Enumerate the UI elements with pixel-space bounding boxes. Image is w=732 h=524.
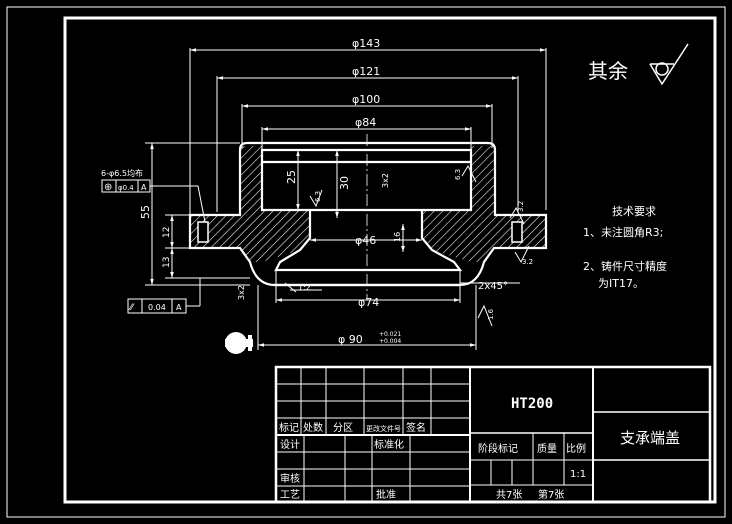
roughness-3.2-b: 3.2 bbox=[522, 258, 533, 266]
dim-12: 12 bbox=[162, 227, 172, 238]
col-docno: 更改文件号 bbox=[366, 424, 401, 433]
col-zone: 分区 bbox=[333, 422, 353, 434]
parallel-tol-symbol-icon: ⁄⁄ bbox=[128, 303, 136, 313]
dim-121: φ121 bbox=[352, 65, 380, 78]
roughness-symbol-icon bbox=[649, 43, 689, 86]
flange-hole-left bbox=[197, 221, 209, 243]
weight-label: 质量 bbox=[537, 443, 557, 455]
roughness-6.3: 6.3 bbox=[314, 191, 322, 202]
approve-label: 批准 bbox=[376, 488, 396, 501]
process-label: 工艺 bbox=[280, 489, 300, 501]
dim-25: 25 bbox=[285, 170, 298, 184]
parallel-tol-datum: A bbox=[176, 303, 182, 312]
roughness-1.6: 1.6 bbox=[487, 308, 495, 320]
part-name: 支承端盖 bbox=[620, 429, 680, 447]
chamfer-2x45: 2x45° bbox=[478, 281, 508, 292]
col-count: 处数 bbox=[303, 421, 323, 434]
section-outline bbox=[188, 141, 548, 287]
tech-req-title: 技术要求 bbox=[612, 205, 656, 218]
scale-label: 比例 bbox=[566, 442, 586, 455]
tech-req-item2b: 为IT17。 bbox=[598, 277, 644, 290]
scale-value: 1:1 bbox=[570, 469, 586, 480]
parallel-tolerance-frame bbox=[127, 278, 201, 314]
position-tol-value: φ0.4 bbox=[118, 184, 134, 192]
hole-note: 6-φ6.5均布 bbox=[101, 168, 143, 178]
dim-100: φ100 bbox=[352, 93, 380, 106]
tech-req-item1: 1、未注圆角R3; bbox=[583, 225, 663, 239]
flange-hole-right bbox=[511, 221, 523, 243]
dim-90: φ 90 bbox=[338, 333, 363, 346]
col-mark: 标记 bbox=[279, 422, 299, 434]
section-right-hatch bbox=[422, 146, 546, 262]
dim-143: φ143 bbox=[352, 37, 380, 50]
dim-84: φ84 bbox=[355, 116, 376, 129]
dim-13: 13 bbox=[162, 257, 172, 268]
datum-a-symbol-icon bbox=[225, 332, 253, 354]
parallel-tol-value: 0.04 bbox=[148, 303, 166, 312]
position-tol-symbol-icon: ⊕ bbox=[104, 182, 112, 193]
dim-16: 16 bbox=[393, 232, 402, 242]
dim-90-upper: +0.021 bbox=[379, 331, 401, 338]
roughness-3.2-a: 3.2 bbox=[517, 201, 525, 212]
roughness-6.3-b: 6.3 bbox=[454, 169, 462, 180]
tech-req-item2: 2、铸件尺寸精度 bbox=[583, 259, 667, 273]
position-tolerance-frame bbox=[101, 179, 206, 223]
section-left-hatch bbox=[190, 146, 310, 262]
standard-label: 标准化 bbox=[374, 438, 404, 451]
dim-46: φ46 bbox=[355, 234, 376, 247]
sheet-number: 第7张 bbox=[538, 488, 564, 501]
col-sign: 签名 bbox=[406, 421, 426, 434]
chamfer-3x2-b: 3x2 bbox=[237, 285, 246, 300]
material: HT200 bbox=[511, 396, 553, 412]
title-block-grid bbox=[274, 365, 712, 504]
design-label: 设计 bbox=[280, 438, 300, 451]
position-tol-datum: A bbox=[141, 183, 147, 192]
outer-border bbox=[6, 6, 726, 518]
check-label: 审核 bbox=[280, 472, 300, 485]
dim-74: φ74 bbox=[358, 296, 379, 309]
sheets-total: 共7张 bbox=[496, 489, 522, 501]
dim-90-lower: +0.004 bbox=[379, 338, 401, 345]
chamfer-3x2-a: 3x2 bbox=[381, 173, 390, 188]
dim-30: 30 bbox=[338, 176, 351, 190]
slope-1-2: 1:2 bbox=[298, 283, 311, 292]
surface-note: 其余 bbox=[588, 59, 628, 83]
stage-label: 阶段标记 bbox=[478, 442, 518, 455]
dim-55: 55 bbox=[139, 205, 152, 219]
